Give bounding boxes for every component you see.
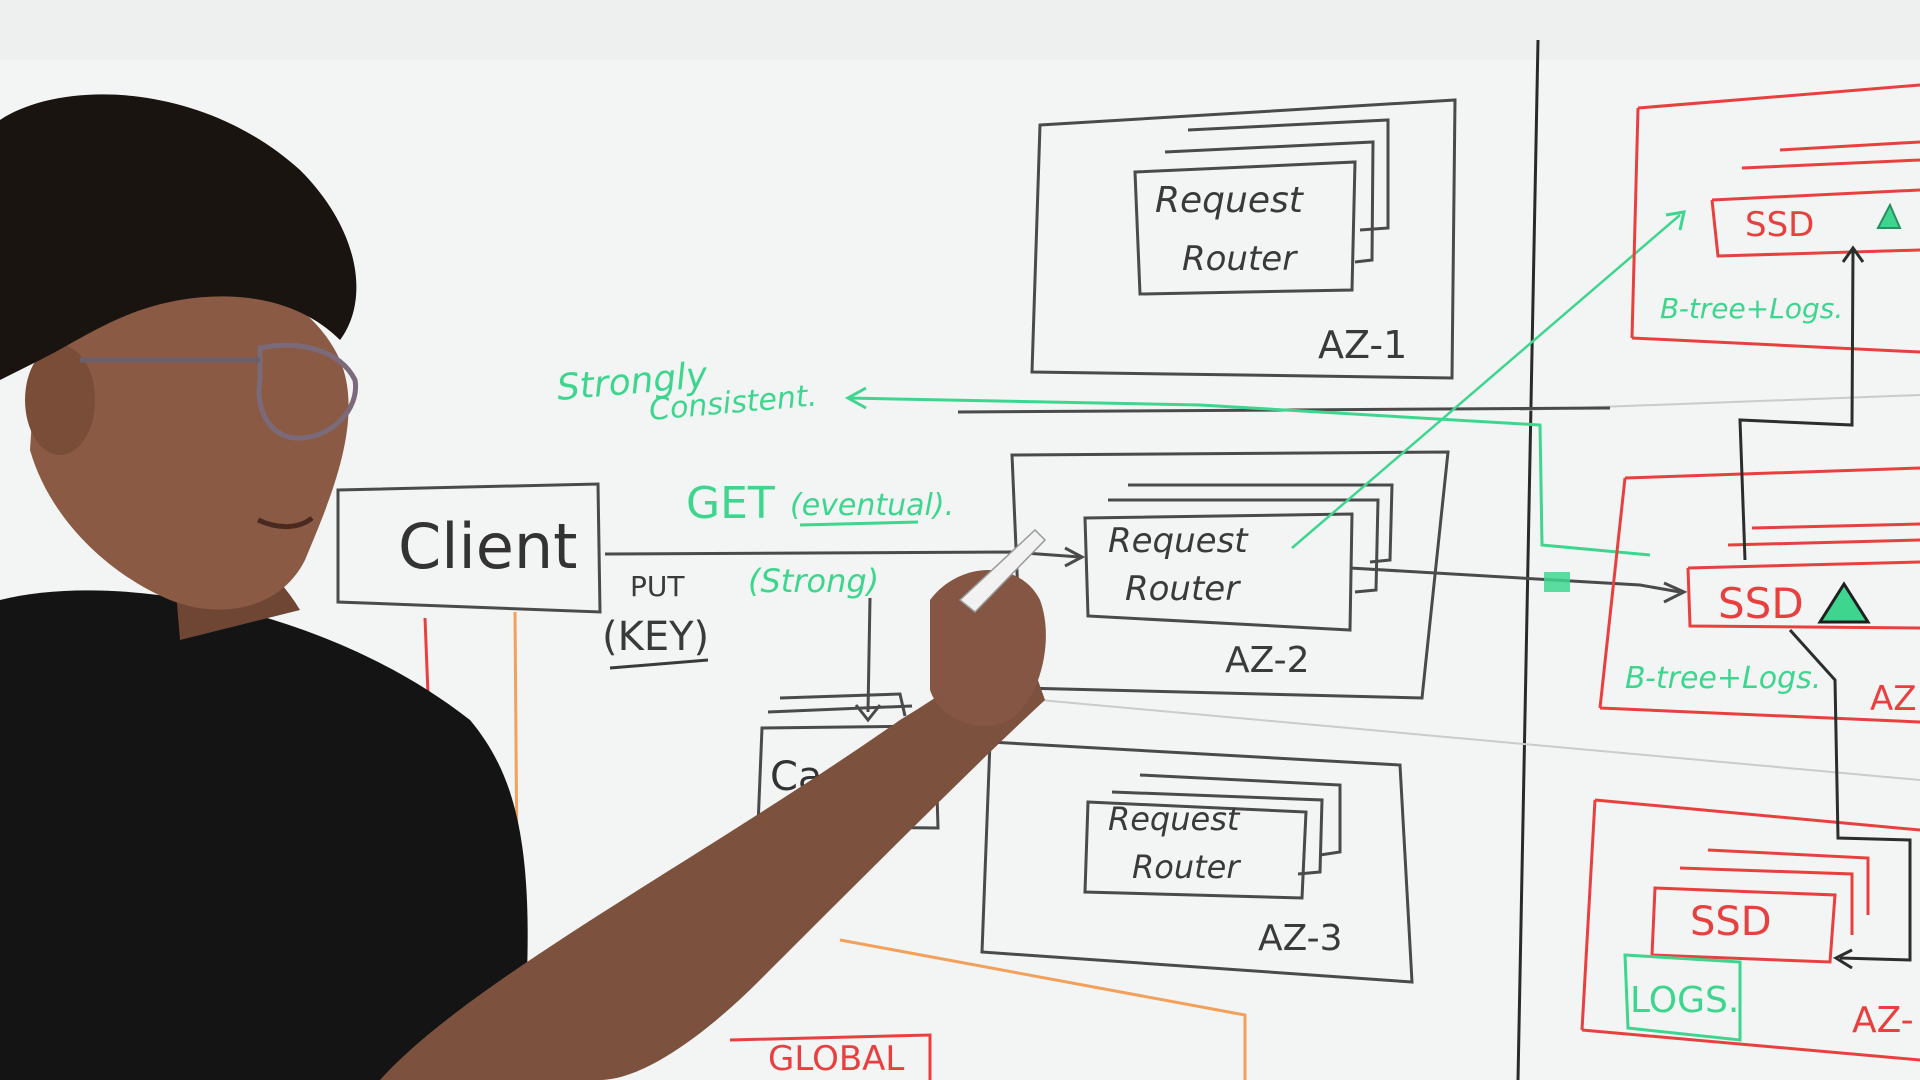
bot-ssd-stack-back [1707,848,1870,915]
az-2-label: AZ-2 [1225,640,1310,681]
cache-stack-back [779,692,907,717]
bot-ssd-box [1650,886,1837,964]
az-3-router-line2: Router [1132,848,1241,886]
top-ssd-label: SSD [1745,205,1814,245]
mid-to-top-arrowhead [1841,245,1865,263]
top-red-box-left [1630,107,1640,339]
mid-red-box-left [1598,477,1627,709]
bot-ssd-label: SSD [1690,899,1772,945]
az-1-box [1030,98,1457,380]
az2-to-ssd-line [1349,566,1681,594]
az-3-box [980,740,1414,984]
az-2-stack-mid [1108,498,1380,594]
strong-text: (Strong) [748,562,879,600]
az2-to-cache-arrowhead [854,704,882,723]
orange-connector [839,938,1247,1080]
mid-ssd-stack-back [1751,522,1920,530]
az-1-label: AZ-1 [1318,323,1407,367]
az-1-region [1030,98,1457,380]
bot-red-box-left [1580,799,1597,1031]
top-storage-desc: B-tree+Logs. [1660,292,1843,325]
az-1-stack-back [1187,118,1390,232]
mid-to-bot-arrowhead [1832,948,1853,970]
router-to-top-ssd-line [1291,214,1681,549]
az-3-region [980,740,1414,984]
client-label: Client [398,510,578,583]
mid-ssd-box [1686,560,1920,630]
az-2-router-line2: Router [1125,569,1241,609]
mid-to-bot-arrow [1788,628,1912,962]
router-to-top-ssd-arrowhead [1665,210,1686,231]
cache-box [756,724,940,830]
green-marker-square [1544,572,1570,592]
board-top-shade [0,0,1920,60]
strongly-consistent-arrowhead [844,386,867,410]
mid-red-box-top [1624,466,1920,480]
presenter-mouth [256,515,314,529]
eventual-underline [799,520,919,527]
board-divider-line [1516,39,1540,1080]
board-seam-2 [1039,699,1920,781]
bot-logs-label: LOGS. [1630,980,1739,1021]
top-ssd-triangle-icon [1876,202,1902,229]
presenter-hair [0,94,357,381]
presenter-ear [25,345,95,455]
mid-red-box-bottom [1599,706,1920,724]
mid-to-top-arrow [1738,249,1855,561]
glasses-icon [256,342,359,441]
top-red-box-bottom [1631,336,1920,354]
az-3-router-box [1083,800,1308,900]
top-red-box-top [1637,83,1920,110]
az-3-router-line1: Request [1108,800,1241,838]
az2-to-ssd-arrowhead [1663,581,1688,604]
bot-red-box-top [1594,798,1920,832]
presenter-shirt [0,590,528,1080]
cache-region [756,692,940,830]
top-ssd-stack-mid [1741,158,1920,170]
presenter [0,94,1047,1080]
storage-arrows [1738,245,1912,970]
marker-icon [958,528,1047,614]
az-1-router-line1: Request [1155,180,1305,221]
az-3-label: AZ-3 [1258,918,1343,959]
az-1-stack-mid [1164,140,1375,264]
az-1-router-line2: Router [1182,239,1298,279]
mid-az-label: AZ [1870,679,1917,719]
put-text: PUT [630,570,685,603]
cache-stack-mid [767,704,913,714]
get-text: GET [686,478,775,529]
strongly-consistent-path [847,396,1651,557]
presenter-hand [930,570,1046,726]
az-3-stack-back [1139,773,1342,857]
bot-red-box-bottom [1581,1028,1920,1062]
mid-storage-desc: B-tree+Logs. [1625,661,1821,696]
top-ssd-stack-back [1779,140,1920,152]
az-1-router-box [1133,160,1357,296]
bot-az-label: AZ- [1852,1000,1914,1041]
az-3-stack-mid [1111,790,1324,876]
client-to-az2-line [604,550,1081,559]
bot-ssd-stack-mid [1679,866,1854,935]
client-connections [604,546,1688,723]
mid-ssd-stack-mid [1727,538,1920,547]
mid-ssd-label: SSD [1718,579,1804,628]
key-text: (KEY) [602,614,709,660]
mid-ssd-triangle-icon [1817,581,1871,624]
global-label: GLOBAL [768,1039,904,1079]
logs-box [1623,953,1742,1042]
az-2-stack-back [1128,483,1394,564]
az-2-router-line1: Request [1108,521,1249,561]
presenter-arm [380,630,1045,1080]
az2-to-cache-line [866,597,872,713]
az-2-router-box [1083,512,1354,632]
eventual-text: (eventual). [790,488,954,523]
key-underline [609,658,709,670]
global-box-top [729,1033,932,1080]
client-box [336,482,602,614]
client-to-az2-arrowhead [1064,546,1086,568]
